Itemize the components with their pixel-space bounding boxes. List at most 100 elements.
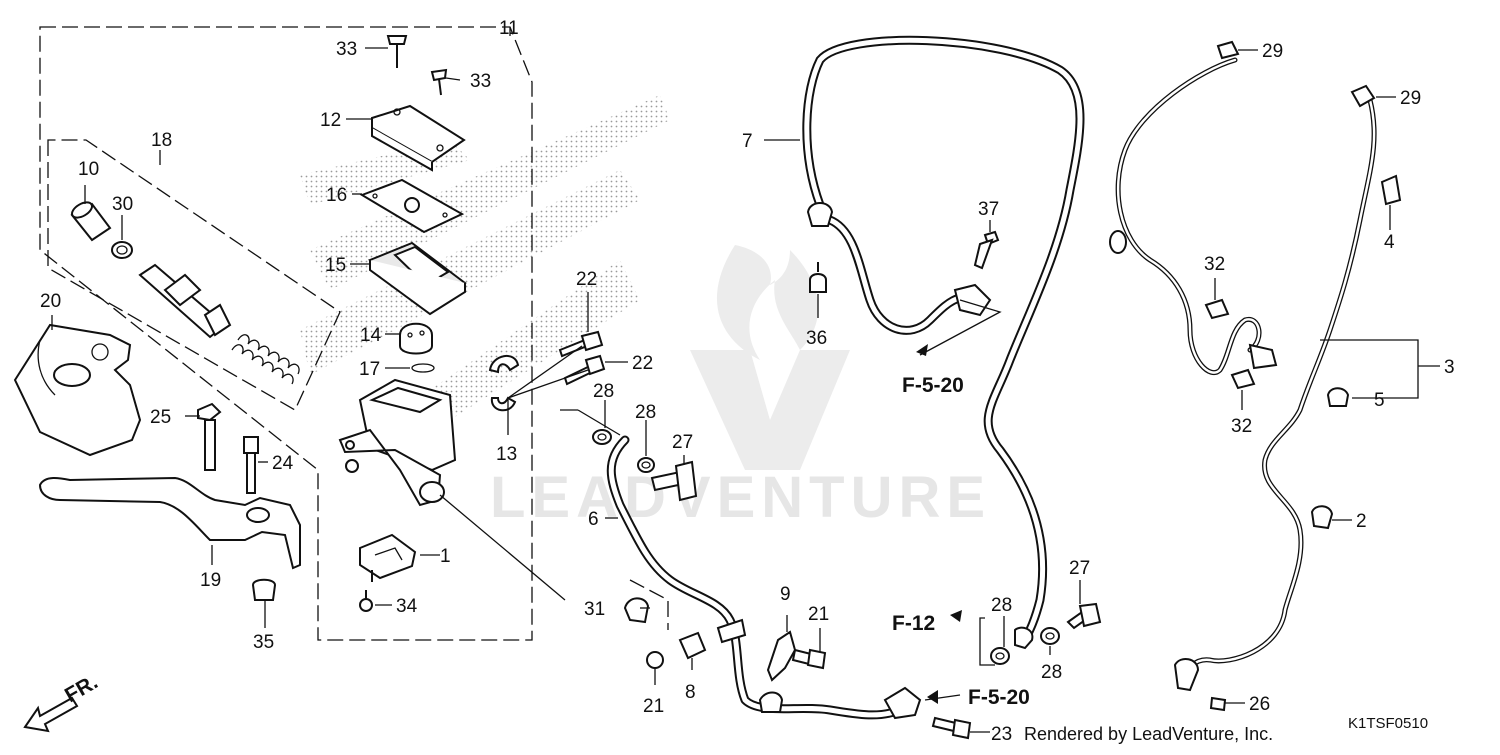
callout-28a: 28 [593, 381, 614, 402]
part-spring [231, 334, 300, 385]
part-cap-12 [371, 104, 466, 172]
callout-24: 24 [272, 453, 294, 474]
part-hose-6 [606, 435, 922, 720]
rendered-by-text: Rendered by LeadVenture, Inc. [1024, 724, 1273, 744]
ref-f520-top: F-5-20 [902, 374, 964, 397]
part-pin-24 [243, 436, 259, 494]
callout-23: 23 [991, 724, 1012, 745]
front-arrow-icon [23, 696, 79, 733]
part-circlip-30 [111, 241, 133, 259]
diagram-code: K1TSF0510 [1348, 715, 1428, 732]
footer: Rendered by LeadVenture, Inc. K1TSF0510 [1024, 715, 1428, 744]
callout-35: 35 [253, 632, 274, 653]
group-outlines [39, 26, 669, 641]
part-bolt-26 [1209, 696, 1227, 712]
callout-19: 19 [200, 570, 221, 591]
part-bolt-21b [791, 648, 827, 670]
callout-8: 8 [685, 682, 696, 703]
callout-28c: 28 [991, 595, 1012, 616]
part-clip-32b [1230, 368, 1256, 390]
callout-7: 7 [742, 131, 753, 152]
part-washer-28b [637, 457, 655, 473]
callout-6: 6 [588, 509, 599, 530]
part-clamp-31 [623, 597, 650, 624]
part-clip-17 [411, 363, 435, 373]
part-switch-1 [359, 533, 417, 582]
part-screw-33a [386, 35, 408, 68]
watermark-text: LEADVENTURE [490, 465, 991, 530]
callout-21b: 21 [808, 604, 829, 625]
part-bracket-9 [766, 630, 797, 682]
part-bolt-36 [809, 262, 827, 293]
callout-12: 12 [320, 110, 341, 131]
callout-16: 16 [326, 185, 347, 206]
part-clip-32a [1204, 298, 1230, 320]
callout-3: 3 [1444, 357, 1455, 378]
part-bolt-37 [973, 230, 1000, 270]
part-boot-10 [70, 201, 112, 242]
part-diaphragm-15 [367, 241, 467, 316]
part-screw-34 [359, 590, 373, 612]
part-clip-2 [1310, 505, 1334, 530]
callout-9: 9 [780, 584, 791, 605]
callout-22a: 22 [576, 269, 597, 290]
callout-33a: 33 [336, 39, 357, 60]
part-bolt-22b [563, 354, 606, 386]
part-nut-35 [251, 578, 277, 601]
part-hose-7 [802, 35, 1085, 650]
callout-29a: 29 [1262, 41, 1283, 62]
callout-13: 13 [496, 444, 517, 465]
part-plate-16 [359, 178, 465, 234]
callout-27a: 27 [672, 432, 693, 453]
part-screw-33b [430, 68, 448, 96]
part-lever-19 [38, 476, 301, 570]
callout-37: 37 [978, 199, 999, 220]
callout-15: 15 [325, 255, 346, 276]
callout-11: 11 [499, 18, 519, 39]
part-clip-8 [678, 631, 707, 660]
callout-30: 30 [112, 194, 133, 215]
part-washer-28a [592, 429, 612, 445]
part-bolt-22a [558, 330, 604, 358]
reference-labels: F-5-20 F-12 F-5-20 [892, 374, 1030, 709]
part-clip-4 [1380, 174, 1402, 206]
callout-31: 31 [584, 599, 605, 620]
part-grommet-29b [1350, 84, 1376, 108]
part-washer-28c [990, 647, 1010, 665]
part-clip-5 [1326, 387, 1350, 407]
callout-32a: 32 [1204, 254, 1225, 275]
callout-36: 36 [806, 328, 827, 349]
callout-22b: 22 [632, 353, 653, 374]
callout-10: 10 [78, 159, 99, 180]
callout-28d: 28 [1041, 662, 1062, 683]
callout-27b: 27 [1069, 558, 1090, 579]
callout-18: 18 [151, 130, 172, 151]
part-cover-20 [13, 323, 142, 457]
part-bolt-23 [931, 716, 972, 740]
part-grommet-29a [1216, 40, 1240, 60]
callout-26: 26 [1249, 694, 1270, 715]
part-banjo-bolt-27b [1066, 602, 1102, 630]
callout-4: 4 [1384, 232, 1395, 253]
callout-17: 17 [359, 359, 380, 380]
ref-f520-bottom: F-5-20 [968, 686, 1030, 709]
part-sensor-wire-3 [1109, 57, 1377, 692]
part-master-cylinder-body [338, 378, 457, 507]
ref-f12: F-12 [892, 612, 935, 635]
callout-14: 14 [360, 325, 382, 346]
reference-arrows [916, 344, 962, 704]
callout-34: 34 [396, 596, 418, 617]
leader-lines [51, 47, 1440, 733]
callout-labels: 1 2 3 4 5 6 7 8 9 10 11 12 13 14 15 16 1… [40, 18, 1455, 745]
callout-28b: 28 [635, 402, 656, 423]
callout-20: 20 [40, 291, 61, 312]
part-washer-28d [1040, 627, 1060, 645]
watermark-logo: LEADVENTURE [490, 245, 991, 530]
part-bolt-21a [646, 651, 664, 669]
part-piston [138, 263, 232, 339]
part-float-14 [399, 322, 433, 355]
callout-2: 2 [1356, 511, 1367, 532]
callout-21a: 21 [643, 696, 664, 717]
